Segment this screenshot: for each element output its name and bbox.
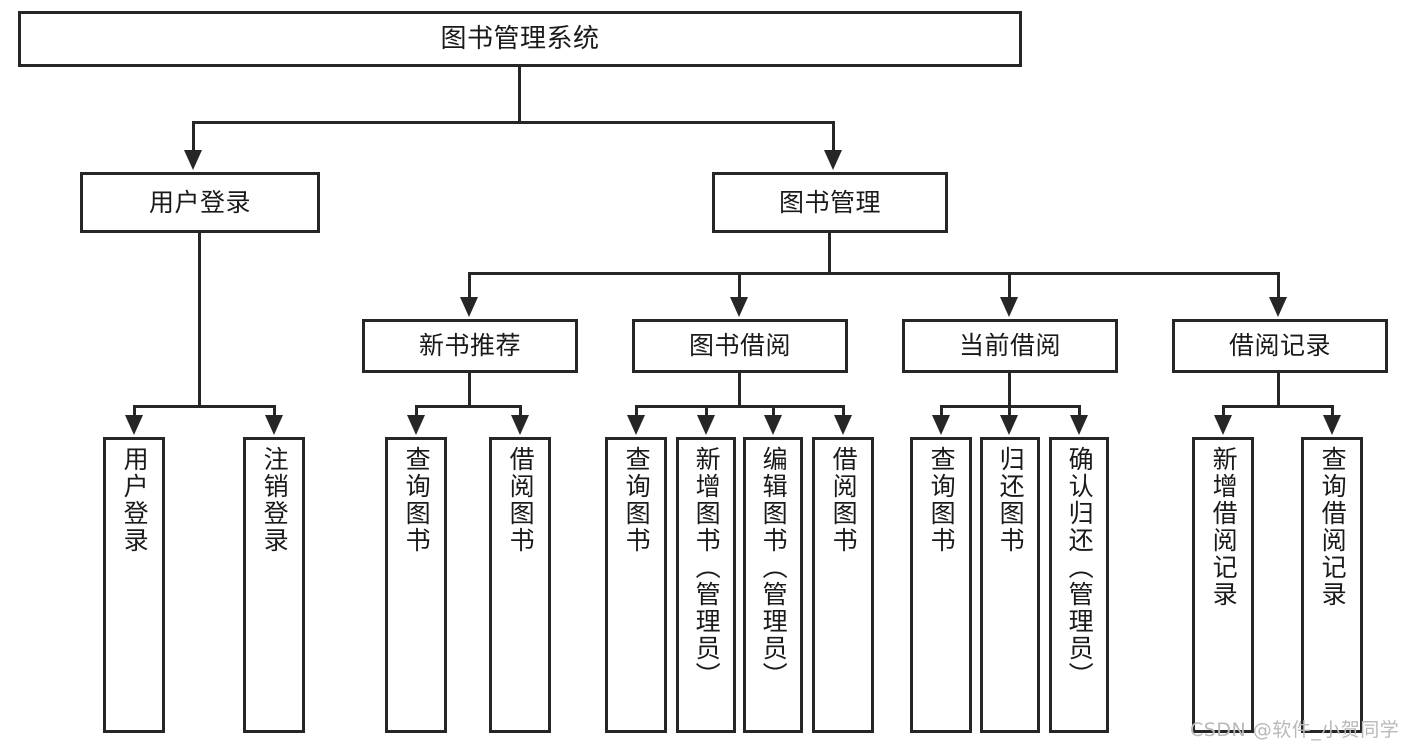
arrow-newbook-1: [511, 415, 529, 435]
connector-bookborrow-drop-3: [842, 405, 845, 419]
leaf-bookborrow-add-book-admin[interactable]: 新增图书（管理员）: [676, 437, 736, 733]
node-user-login[interactable]: 用户登录: [80, 172, 320, 233]
connector-level2-drop-1: [738, 272, 741, 299]
arrow-level2-3: [1269, 297, 1287, 317]
node-label: 归还图书: [996, 446, 1026, 554]
leaf-currentborrow-confirm-return-admin[interactable]: 确认归还（管理员）: [1049, 437, 1109, 733]
leaf-user-login-logout[interactable]: 注销登录: [243, 437, 305, 733]
node-book-management[interactable]: 图书管理: [712, 172, 948, 233]
node-book-borrow[interactable]: 图书借阅: [632, 319, 848, 373]
node-label: 图书管理系统: [440, 23, 600, 54]
connector-level2-drop-3: [1277, 272, 1280, 299]
node-new-book-recommend[interactable]: 新书推荐: [362, 319, 578, 373]
node-label: 查询借阅记录: [1318, 446, 1348, 608]
arrow-bookborrow-0: [627, 415, 645, 435]
leaf-bookborrow-edit-book-admin[interactable]: 编辑图书（管理员）: [743, 437, 803, 733]
connector-bookborrow-drop-2: [772, 405, 775, 419]
connector-borrowrecord-bus: [1222, 405, 1334, 408]
node-label: 图书管理: [778, 187, 881, 217]
connector-level2-bus: [468, 272, 1280, 275]
node-label: 编辑图书（管理员）: [759, 446, 789, 689]
leaf-currentborrow-return-book[interactable]: 归还图书: [980, 437, 1040, 733]
connector-bookmgmt-stem: [828, 233, 831, 272]
arrow-currentborrow-2: [1070, 415, 1088, 435]
watermark-text: CSDN @软件_小贺同学: [1190, 719, 1400, 741]
node-label: 查询图书: [402, 446, 432, 554]
connector-newbook-drop-1: [519, 405, 522, 419]
node-label: 确认归还（管理员）: [1065, 446, 1095, 689]
connector-userlogin-drop-1: [273, 405, 276, 419]
arrow-level2-1: [730, 297, 748, 317]
leaf-borrowrecord-add-record[interactable]: 新增借阅记录: [1192, 437, 1254, 733]
connector-bookborrow-bus: [635, 405, 845, 408]
arrow-borrowrecord-0: [1214, 415, 1232, 435]
arrow-currentborrow-1: [1000, 415, 1018, 435]
leaf-bookborrow-query-book[interactable]: 查询图书: [605, 437, 667, 733]
arrow-level2-2: [1000, 297, 1018, 317]
leaf-newbook-borrow-book[interactable]: 借阅图书: [489, 437, 551, 733]
connector-currentborrow-drop-1: [1008, 405, 1011, 419]
node-root-book-management-system[interactable]: 图书管理系统: [18, 11, 1022, 67]
connector-currentborrow-drop-0: [940, 405, 943, 419]
connector-newbook-drop-0: [415, 405, 418, 419]
connector-level1-drop-1: [832, 121, 835, 152]
node-label: 查询图书: [927, 446, 957, 554]
node-label: 用户登录: [120, 446, 150, 554]
connector-level2-drop-0: [468, 272, 471, 299]
leaf-currentborrow-query-book[interactable]: 查询图书: [910, 437, 972, 733]
connector-newbook-stem: [468, 373, 471, 405]
arrow-currentborrow-0: [932, 415, 950, 435]
connector-borrowrecord-drop-1: [1331, 405, 1334, 419]
node-label: 借阅图书: [506, 446, 536, 554]
arrow-userlogin-0: [125, 415, 143, 435]
connector-borrowrecord-drop-0: [1222, 405, 1225, 419]
connector-bookborrow-drop-0: [635, 405, 638, 419]
node-label: 查询图书: [622, 446, 652, 554]
connector-level1-bus: [192, 121, 835, 124]
arrow-newbook-0: [407, 415, 425, 435]
connector-bookborrow-drop-1: [705, 405, 708, 419]
connector-level1-drop-0: [192, 121, 195, 152]
arrow-userlogin-1: [265, 415, 283, 435]
connector-borrowrecord-stem: [1277, 373, 1280, 405]
connector-userlogin-bus: [133, 405, 276, 408]
node-label: 借阅图书: [829, 446, 859, 554]
connector-newbook-bus: [415, 405, 522, 408]
arrow-level1-1: [824, 150, 842, 170]
node-label: 用户登录: [148, 187, 251, 217]
connector-bookborrow-stem: [738, 373, 741, 405]
connector-userlogin-drop-0: [133, 405, 136, 419]
connector-currentborrow-drop-2: [1078, 405, 1081, 419]
connector-root-stem: [518, 67, 521, 121]
arrow-borrowrecord-1: [1323, 415, 1341, 435]
leaf-user-login-login[interactable]: 用户登录: [103, 437, 165, 733]
leaf-newbook-query-book[interactable]: 查询图书: [385, 437, 447, 733]
arrow-bookborrow-3: [834, 415, 852, 435]
node-label: 注销登录: [260, 446, 290, 554]
node-label: 当前借阅: [958, 331, 1061, 361]
arrow-level1-0: [184, 150, 202, 170]
connector-userlogin-stem: [198, 233, 201, 405]
node-current-borrow[interactable]: 当前借阅: [902, 319, 1118, 373]
connector-currentborrow-stem: [1008, 373, 1011, 405]
node-label: 新书推荐: [418, 331, 521, 361]
node-label: 借阅记录: [1228, 331, 1331, 361]
connector-level2-drop-2: [1008, 272, 1011, 299]
arrow-bookborrow-2: [764, 415, 782, 435]
node-label: 新增图书（管理员）: [692, 446, 722, 689]
arrow-level2-0: [460, 297, 478, 317]
node-label: 图书借阅: [688, 331, 791, 361]
leaf-bookborrow-borrow-book[interactable]: 借阅图书: [812, 437, 874, 733]
node-borrow-record[interactable]: 借阅记录: [1172, 319, 1388, 373]
leaf-borrowrecord-query-record[interactable]: 查询借阅记录: [1301, 437, 1363, 733]
arrow-bookborrow-1: [697, 415, 715, 435]
node-label: 新增借阅记录: [1209, 446, 1239, 608]
